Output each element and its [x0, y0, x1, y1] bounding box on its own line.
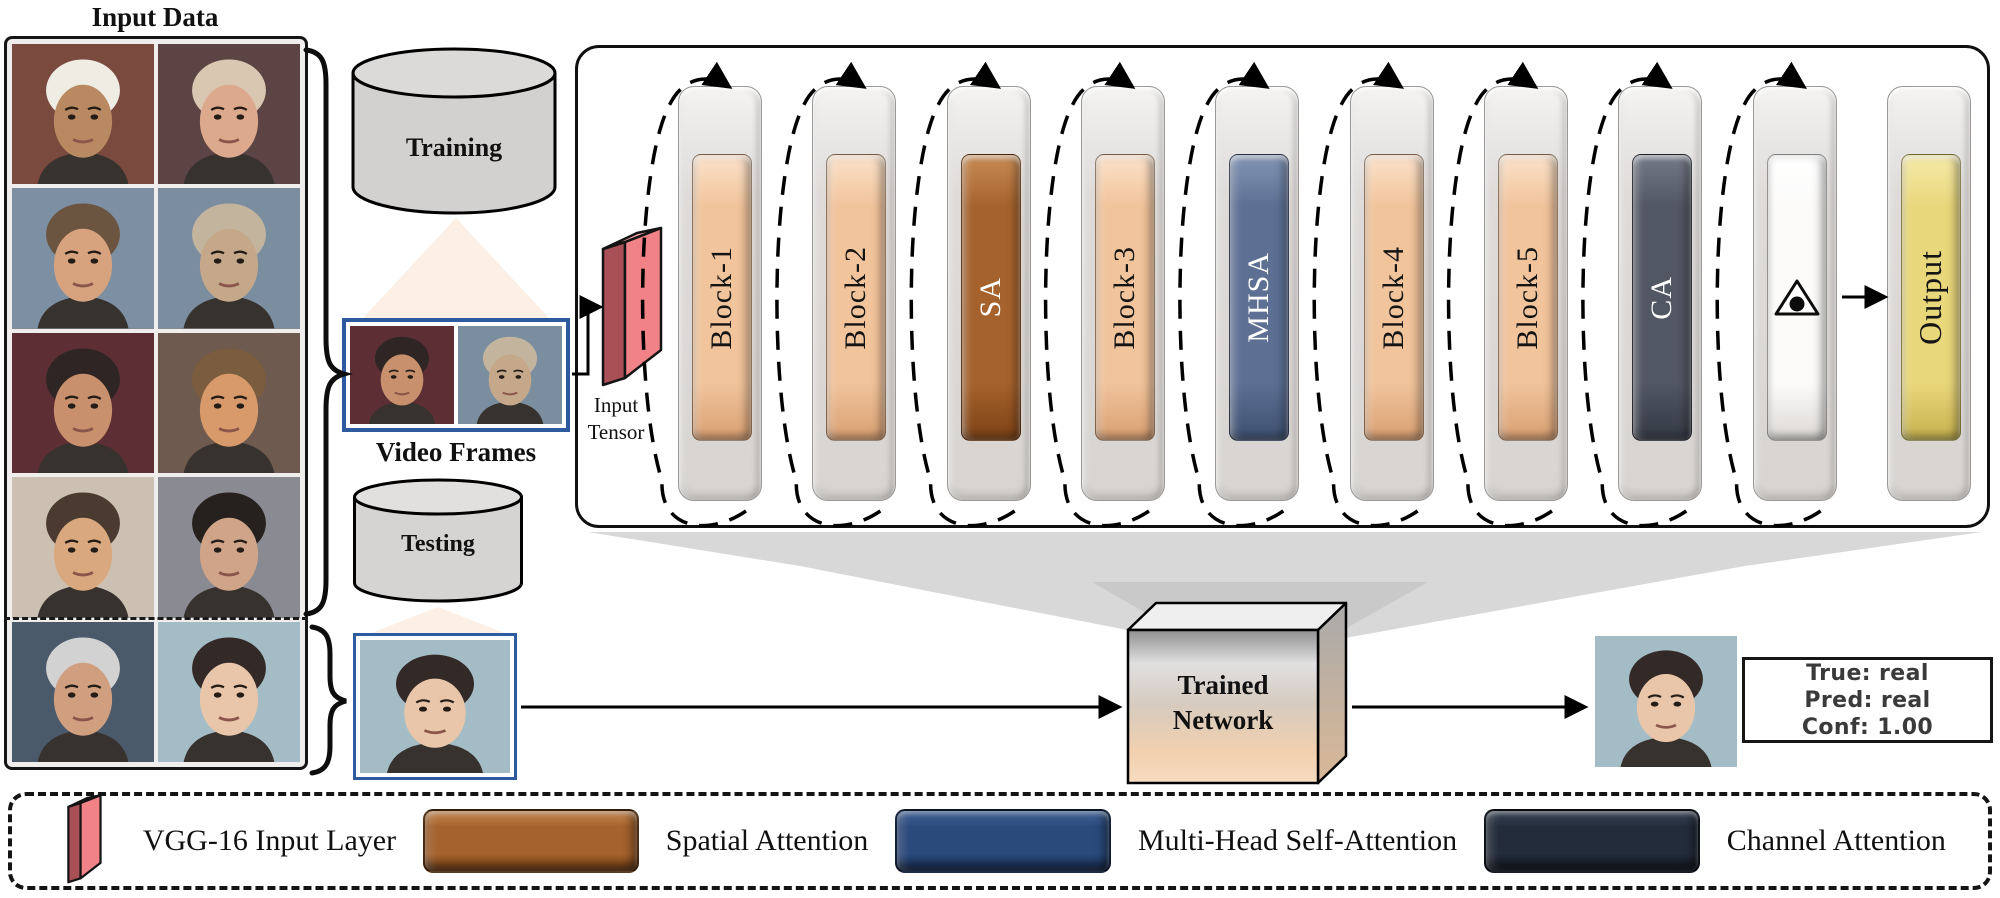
block-outer-slab: Block-1	[678, 86, 762, 501]
legend-box: VGG-16 Input Layer Spatial Attention Multi…	[8, 792, 1992, 890]
block-inner-bar: Block-2	[826, 154, 887, 441]
legend-label-spatial-attention: Spatial Attention	[665, 824, 869, 857]
block-inner-bar: MHSA	[1229, 154, 1290, 441]
face-man-white-headscarf	[12, 44, 154, 185]
video-frame-face-1	[350, 326, 454, 424]
test-set-brace	[309, 624, 347, 776]
training-flow-triangle	[362, 218, 550, 319]
output-face-box	[1595, 636, 1737, 767]
network-block-block-1: Block-1	[678, 86, 762, 501]
input-tensor-label-line2: Tensor	[587, 420, 645, 444]
face-tan-man	[158, 332, 300, 474]
block-inner-bar	[1766, 154, 1827, 441]
block-outer-slab: Block-3	[1080, 86, 1165, 501]
network-block-ca: CA	[1618, 86, 1703, 501]
train-test-divider	[4, 617, 308, 620]
face-smiling-woman	[12, 477, 154, 618]
network-block-sa: SA	[946, 86, 1031, 501]
trained-network-label-line1: Trained	[1177, 670, 1269, 700]
legend-swatch-multi-head-self-attention	[895, 809, 1112, 873]
face-asian-woman	[158, 621, 300, 762]
block-outer-slab: MHSA	[1215, 86, 1300, 501]
block-label-block-5: Block-5	[1510, 245, 1544, 350]
input-tensor-label: Input Tensor	[556, 392, 676, 446]
testing-flow-triangle	[369, 607, 507, 634]
network-blocks-row: Block-1 Block-2 SA Block-3 MHSA Block-4 Block-…	[678, 86, 1971, 501]
trained-network-label-line2: Network	[1172, 705, 1274, 735]
testing-cylinder-icon	[353, 478, 523, 603]
face-bald-man	[158, 188, 300, 329]
network-block-attention-eye	[1752, 86, 1837, 501]
network-block-block-4: Block-4	[1349, 86, 1434, 501]
network-block-block-3: Block-3	[1080, 86, 1165, 501]
face-woman-heavy-makeup	[158, 477, 300, 618]
input-data-title: Input Data	[91, 2, 219, 32]
block-outer-slab	[1752, 86, 1837, 501]
face-dark-haired-woman	[12, 332, 154, 474]
block-label-mhsa: MHSA	[1242, 252, 1276, 343]
legend-swatch-channel-attention	[1483, 809, 1700, 873]
eye-symbol-icon	[1774, 279, 1820, 315]
legend-label-multi-head-self-attention: Multi-Head Self-Attention	[1137, 824, 1458, 857]
test-face-box	[353, 633, 517, 780]
network-architecture-box: Block-1 Block-2 SA Block-3 MHSA Block-4 Block-…	[575, 45, 1990, 528]
block-inner-bar: Output	[1900, 154, 1961, 441]
block-inner-bar: SA	[960, 154, 1021, 441]
block-inner-bar: Block-3	[1094, 154, 1155, 441]
prediction-conf-label: Conf: 1.00	[1801, 714, 1934, 740]
legend-label-channel-attention: Channel Attention	[1726, 824, 1946, 857]
prediction-result-box: True: real Pred: real Conf: 1.00	[1742, 657, 1993, 743]
prediction-true-label: True: real	[1806, 660, 1929, 686]
block-outer-slab: Block-5	[1483, 86, 1568, 501]
block-inner-bar: CA	[1632, 154, 1693, 441]
trained-network-label: Trained Network	[1128, 668, 1318, 738]
training-database: Training	[350, 45, 558, 217]
legend-label-vgg-16-input-layer: VGG-16 Input Layer	[142, 824, 397, 857]
video-frame-face-2	[458, 326, 562, 424]
legend-swatch-spatial-attention	[422, 809, 639, 873]
block-inner-bar: Block-4	[1363, 154, 1424, 441]
block-label-block-2: Block-2	[839, 245, 873, 350]
block-outer-slab: Block-2	[812, 86, 897, 501]
block-label-block-3: Block-3	[1107, 245, 1141, 350]
legend-row: VGG-16 Input Layer Spatial Attention Multi…	[12, 793, 1988, 886]
network-block-block-2: Block-2	[812, 86, 897, 501]
vgg-input-layer-icon	[54, 793, 116, 890]
block-outer-slab: CA	[1618, 86, 1703, 501]
block-label-output: Output	[1912, 250, 1949, 345]
face-gray-haired-man	[12, 621, 154, 762]
input-tensor-icon	[601, 226, 663, 387]
prediction-pred-label: Pred: real	[1804, 687, 1931, 713]
testing-database: Testing	[352, 476, 524, 606]
face-man-open-mouth	[12, 188, 154, 329]
input-data-panel	[4, 36, 308, 770]
block-outer-slab: Output	[1886, 86, 1971, 501]
testing-label: Testing	[401, 531, 475, 557]
vgg-slab-icon	[67, 793, 102, 883]
network-block-mhsa: MHSA	[1215, 86, 1300, 501]
block-outer-slab: SA	[946, 86, 1031, 501]
block-label-ca: CA	[1645, 275, 1679, 320]
training-cylinder-icon	[351, 47, 557, 215]
block-label-block-1: Block-1	[705, 245, 738, 350]
block-label-sa: SA	[973, 277, 1007, 318]
training-set-brace	[303, 47, 354, 617]
video-frames-label: Video Frames	[375, 437, 537, 467]
block-inner-bar: Block-5	[1497, 154, 1558, 441]
face-fair-haired-man	[158, 44, 300, 185]
face-grid	[12, 44, 300, 762]
block-label-block-4: Block-4	[1376, 245, 1410, 350]
test-face	[360, 640, 510, 773]
network-block-output: Output	[1886, 86, 1971, 501]
network-block-block-5: Block-5	[1483, 86, 1568, 501]
video-frames-box	[342, 318, 570, 432]
output-face	[1595, 636, 1737, 767]
block-outer-slab: Block-4	[1349, 86, 1434, 501]
training-label: Training	[405, 133, 503, 162]
block-inner-bar: Block-1	[692, 154, 752, 441]
input-tensor-label-line1: Input	[593, 393, 639, 417]
